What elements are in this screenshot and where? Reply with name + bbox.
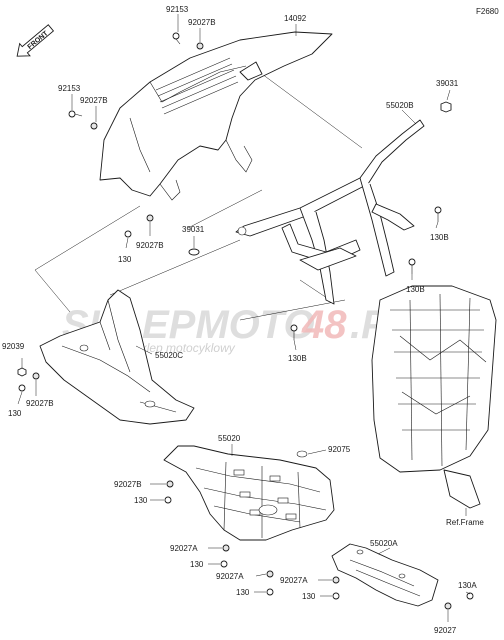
part-label: 92027A: [170, 544, 198, 553]
washer-icon: [146, 214, 154, 222]
middle-skid-plate: [39, 289, 195, 425]
part-label: 92027B: [26, 399, 54, 408]
plug-icon: [188, 248, 200, 256]
part-label: 14092: [284, 14, 307, 23]
washer-icon: [196, 42, 204, 50]
part-label: 130: [118, 255, 132, 264]
front-upper-guard: [99, 31, 333, 201]
nut-icon: [440, 101, 452, 113]
main-skid-plate: [163, 445, 335, 541]
bolt-icon: [68, 110, 83, 118]
fasteners: [17, 32, 474, 610]
part-label: 92027: [434, 626, 457, 635]
washer-icon: [166, 480, 174, 488]
part-label: 92153: [166, 5, 189, 14]
rear-skid-plate: [331, 543, 439, 607]
part-label: 55020C: [155, 351, 183, 360]
ref-frame-label: Ref.Frame: [446, 518, 484, 527]
part-label: 130A: [458, 581, 477, 590]
bolt-icon: [220, 560, 228, 568]
part-label: 39031: [182, 225, 205, 234]
washer-icon: [32, 372, 40, 380]
part-label: 92039: [2, 342, 25, 351]
part-label: 39031: [436, 79, 459, 88]
front-bracket-frame: [235, 119, 425, 305]
front-arrow-icon: FRONT: [16, 24, 55, 57]
part-label: 130: [134, 496, 148, 505]
part-label: 92027B: [80, 96, 108, 105]
bolt-icon: [172, 32, 181, 45]
part-label: 130B: [288, 354, 307, 363]
part-label: 92027B: [136, 241, 164, 250]
part-label: 55020: [218, 434, 241, 443]
part-label: 92027A: [280, 576, 308, 585]
washer-icon: [90, 122, 98, 130]
part-label: 130: [302, 592, 316, 601]
bolt-icon: [332, 592, 340, 600]
bolt-icon: [124, 230, 132, 238]
part-labels: 92153 92027B 14092 92153 92027B 39031 55…: [2, 5, 477, 635]
part-label: 130: [8, 409, 22, 418]
part-label: 130B: [430, 233, 449, 242]
watermark-brand-accent: 48: [301, 303, 347, 347]
part-label: 92027A: [216, 572, 244, 581]
part-label: 92153: [58, 84, 81, 93]
bolt-icon: [164, 496, 172, 504]
part-label: 92075: [328, 445, 351, 454]
nut-icon: [17, 367, 27, 377]
vehicle-frame: [371, 285, 497, 516]
guide-lines: [34, 73, 363, 321]
leader-lines: [17, 14, 471, 622]
part-label: 55020B: [386, 101, 414, 110]
bolt-icon: [18, 384, 26, 392]
part-label: 92027B: [188, 18, 216, 27]
grommet-icon: [296, 450, 308, 458]
washer-icon: [444, 602, 452, 610]
bolt-icon: [466, 592, 474, 600]
part-label: 130: [190, 560, 204, 569]
bolt-icon: [266, 588, 274, 596]
bolt-icon: [408, 258, 416, 274]
part-label: 55020A: [370, 539, 398, 548]
part-label: 130: [236, 588, 250, 597]
bolt-icon: [434, 206, 442, 222]
diagram-code: F2680: [476, 7, 499, 16]
part-label: 130B: [406, 285, 425, 294]
washer-icon: [222, 544, 230, 552]
bolt-icon: [290, 324, 298, 340]
washer-icon: [332, 576, 340, 584]
washer-icon: [266, 570, 274, 578]
part-label: 92027B: [114, 480, 142, 489]
